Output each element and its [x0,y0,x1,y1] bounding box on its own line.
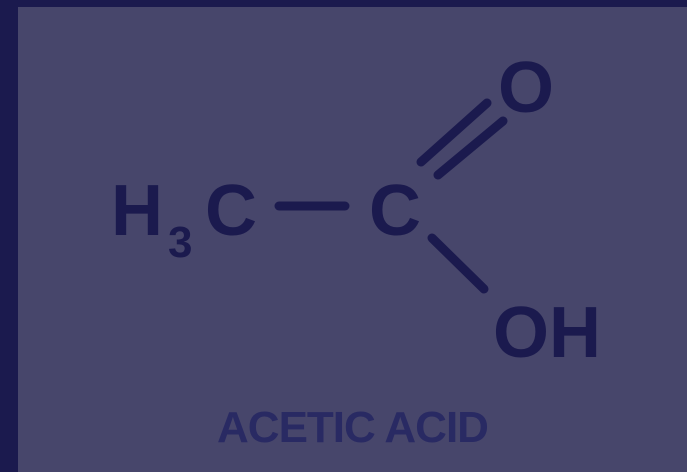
structural-formula: H 3 C C O OH [111,48,601,373]
methyl-hydrogen-subscript: 3 [168,218,192,267]
diagram-card: H 3 C C O OH ACETIC ACID [18,7,687,472]
single-bond-c-oh [427,233,489,294]
methyl-hydrogen-label: H [111,171,163,251]
carbonyl-oxygen-label: O [498,48,554,128]
double-bond-line-2 [433,116,508,180]
compound-name: ACETIC ACID [217,403,489,452]
carbonyl-carbon-label: C [369,171,421,251]
hydroxyl-group-label: OH [493,293,601,373]
methyl-carbon-label: C [205,171,257,251]
double-bond-line-1 [416,98,492,167]
